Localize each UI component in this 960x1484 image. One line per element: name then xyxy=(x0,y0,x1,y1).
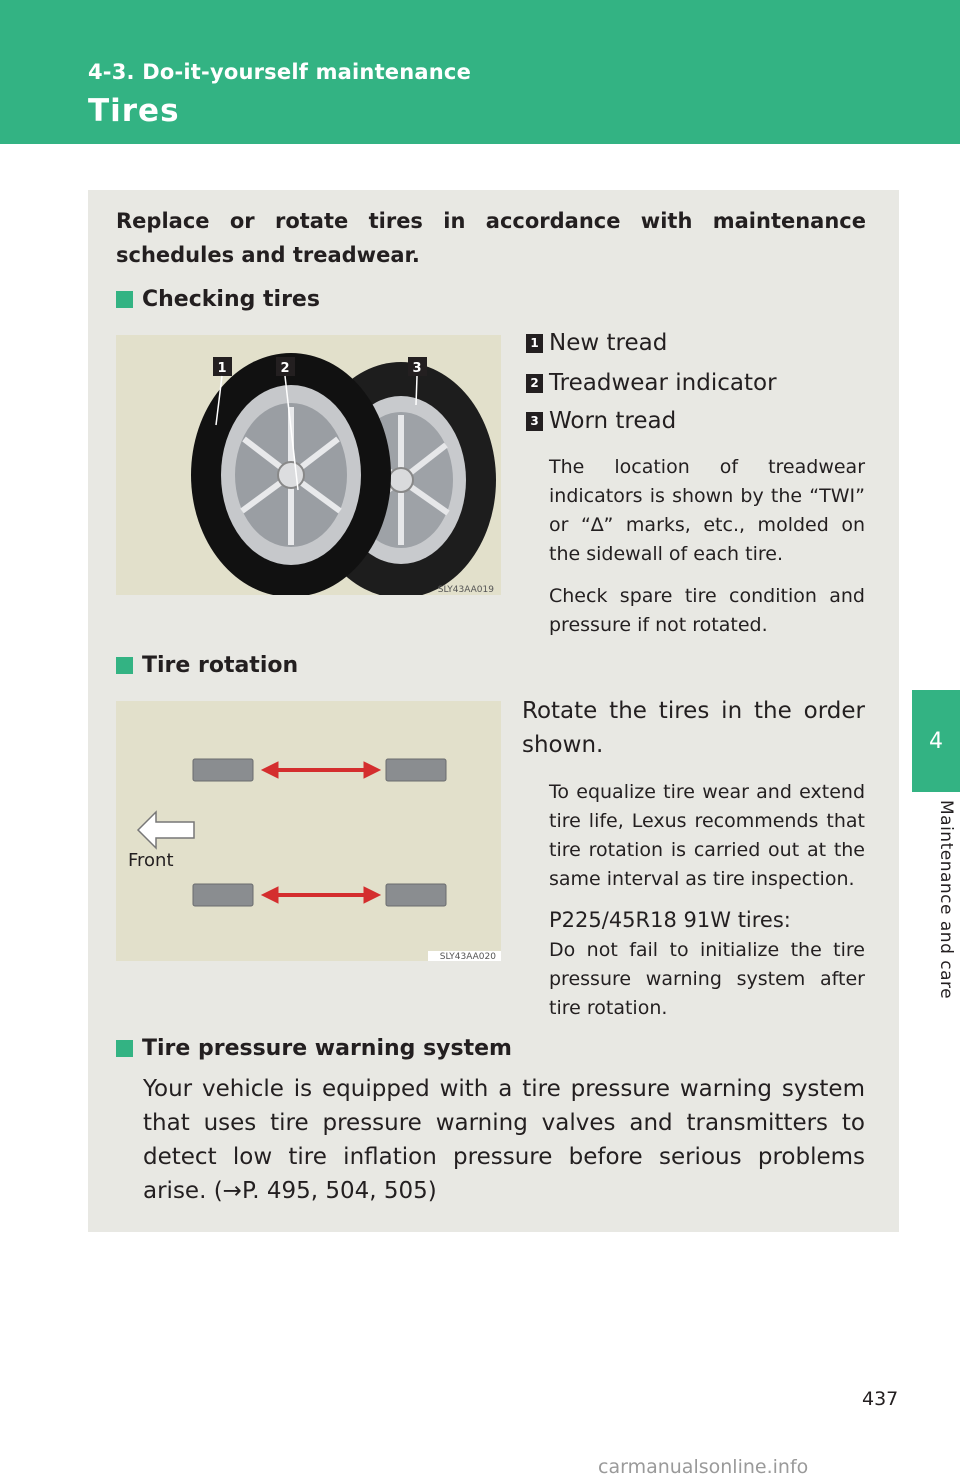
rotation-diagram: Front SLY43AA020 xyxy=(116,701,501,961)
page-title: Tires xyxy=(88,93,180,129)
heading-tpws-text: Tire pressure warning system xyxy=(142,1036,512,1061)
svg-text:2: 2 xyxy=(280,361,289,376)
tires-illustration: ◁ 1 2 3 SLY43AA019 xyxy=(116,335,501,595)
heading-bullet-icon xyxy=(116,1040,133,1057)
legend-label-3: Worn tread xyxy=(549,408,677,434)
checking-note-1: The location of treadwear indicators is … xyxy=(549,456,865,565)
legend-number-3: 3 xyxy=(526,411,543,431)
header-bar: 4-3. Do-it-yourself maintenance Tires xyxy=(0,0,960,144)
tire-front-right xyxy=(385,758,447,782)
tires-svg: ◁ 1 2 3 SLY43AA019 xyxy=(116,335,501,595)
rotation-text: Rotate the tires in the order shown. xyxy=(522,698,865,758)
legend-label-1: New tread xyxy=(549,330,668,356)
swap-arrows xyxy=(260,761,382,904)
intro-text: Replace or rotate tires in accordance wi… xyxy=(116,209,866,267)
legend-number-2: 2 xyxy=(526,373,543,393)
image-code-1: SLY43AA019 xyxy=(438,585,494,595)
legend-number-1: 1 xyxy=(526,333,543,353)
svg-text:3: 3 xyxy=(412,361,421,376)
tire-rear-left xyxy=(192,883,254,907)
image-code-2: SLY43AA020 xyxy=(440,952,496,961)
rotation-svg: Front SLY43AA020 xyxy=(116,701,501,961)
checking-note-2: Check spare tire condition and pressure … xyxy=(549,585,865,636)
legend-item-2: 2 Treadwear indicator xyxy=(526,370,777,396)
page-number: 437 xyxy=(862,1388,899,1410)
tpws-body-text: Your vehicle is equipped with a tire pre… xyxy=(143,1076,865,1204)
heading-bullet-icon xyxy=(116,291,133,308)
heading-tire-rotation: Tire rotation xyxy=(116,653,298,678)
chapter-tab-label: Maintenance and care xyxy=(912,800,960,1025)
section-label: 4-3. Do-it-yourself maintenance xyxy=(88,60,472,84)
heading-tpws: Tire pressure warning system xyxy=(116,1036,512,1061)
svg-text:1: 1 xyxy=(217,361,226,376)
chapter-tab-label-text: Maintenance and care xyxy=(936,800,956,1000)
legend-label-2: Treadwear indicator xyxy=(549,370,777,396)
front-label: Front xyxy=(128,850,174,871)
heading-tire-rotation-text: Tire rotation xyxy=(142,653,299,678)
front-arrow-icon xyxy=(136,810,195,850)
legend-item-3: 3 Worn tread xyxy=(526,408,676,434)
tire-front-left xyxy=(192,758,254,782)
heading-checking-tires: Checking tires xyxy=(116,287,320,312)
legend-item-1: 1 New tread xyxy=(526,330,667,356)
rotation-note-1: To equalize tire wear and extend tire li… xyxy=(549,781,865,890)
watermark: carmanualsonline.info xyxy=(598,1456,809,1478)
heading-checking-tires-text: Checking tires xyxy=(142,287,320,312)
tire-rear-right xyxy=(385,883,447,907)
rotation-note-2-title: P225/45R18 91W tires: xyxy=(549,908,791,932)
heading-bullet-icon xyxy=(116,657,133,674)
chapter-tab-number[interactable]: 4 xyxy=(912,690,960,792)
rotation-note-2: Do not fail to initialize the tire press… xyxy=(549,939,865,1019)
